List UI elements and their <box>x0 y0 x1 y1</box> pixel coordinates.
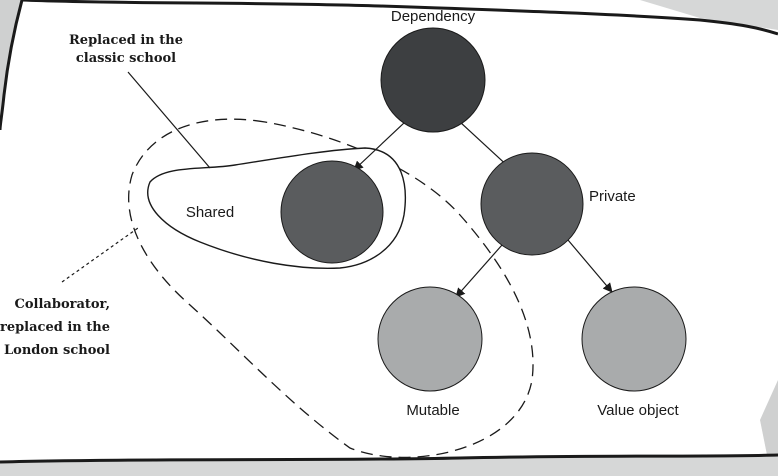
arrow-private-to-value-object <box>567 239 613 293</box>
left-edge <box>0 0 24 131</box>
arrow-private-to-mutable <box>455 244 503 298</box>
label-private: Private <box>589 188 636 205</box>
label-dependency: Dependency <box>391 8 476 25</box>
label-value-object: Value object <box>597 402 679 419</box>
classic-callout-leader <box>127 71 211 169</box>
node-dependency <box>380 27 486 133</box>
label-shared: Shared <box>186 204 234 221</box>
callout-london-line3: London school <box>4 343 110 358</box>
top-edge <box>21 0 778 36</box>
callout-classic-line2: classic school <box>76 51 176 66</box>
node-private <box>480 152 584 256</box>
right-margin-shading <box>760 380 778 476</box>
node-shared <box>280 160 384 264</box>
callout-london-line1: Collaborator, <box>15 297 110 312</box>
arrow-dependency-to-shared <box>353 121 406 171</box>
node-value-object <box>581 286 687 392</box>
callout-london-line2: replaced in the <box>0 320 110 335</box>
bottom-edge <box>0 453 778 464</box>
top-right-shading <box>640 0 778 30</box>
node-mutable <box>377 286 483 392</box>
callout-classic-line1: Replaced in the <box>69 33 183 48</box>
london-callout-leader <box>61 227 139 283</box>
label-mutable: Mutable <box>406 402 459 419</box>
london-school-boundary <box>128 118 534 458</box>
left-margin-shading <box>0 0 22 130</box>
